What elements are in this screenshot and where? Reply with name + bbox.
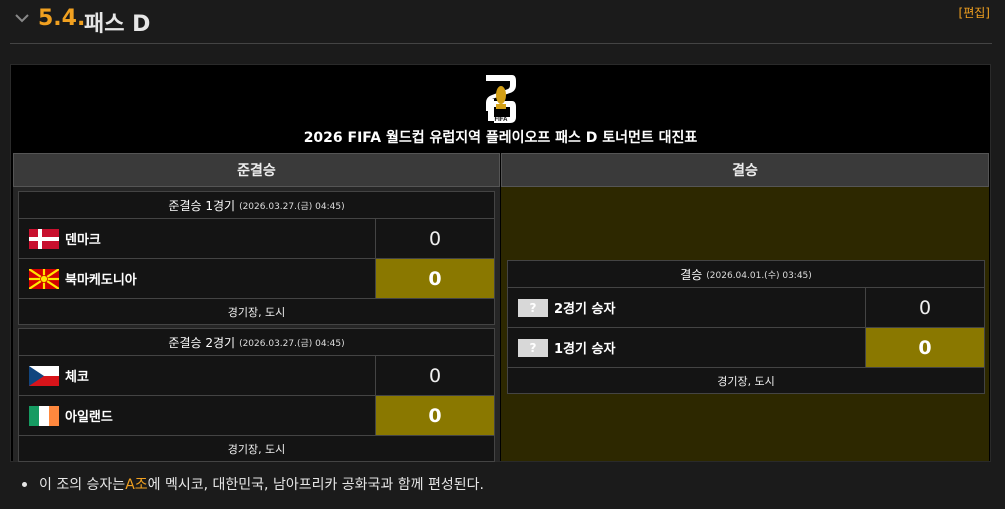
team-score-winner: 0 bbox=[376, 259, 494, 298]
team-row: 덴마크 0 bbox=[19, 218, 494, 258]
match-header: 준결승 1경기 (2026.03.27.(금) 04:45) bbox=[19, 192, 494, 218]
match-title: 준결승 1경기 bbox=[168, 198, 236, 213]
team-cell: 아일랜드 bbox=[19, 396, 376, 435]
team-score: 0 bbox=[428, 227, 442, 250]
edit-link[interactable]: [편집] bbox=[958, 6, 990, 20]
logo-text: FIFA bbox=[495, 117, 509, 123]
match-datetime: (2026.03.27.(금) 04:45) bbox=[239, 201, 345, 212]
match-venue: 경기장, 도시 bbox=[508, 367, 984, 393]
match-semifinal-2: 준결승 2경기 (2026.03.27.(금) 04:45) 체코 0 bbox=[18, 328, 495, 462]
tournament-title: 2026 FIFA 월드컵 유럽지역 플레이오프 패스 D 토너먼트 대진표 bbox=[303, 130, 698, 146]
team-score: 0 bbox=[428, 364, 442, 387]
section-title: 패스 D bbox=[84, 12, 151, 37]
group-a-link[interactable]: A조 bbox=[125, 477, 148, 493]
team-score-winner: 0 bbox=[866, 328, 984, 367]
team-row: 아일랜드 0 bbox=[19, 395, 494, 435]
bracket-table: FIFA 2026 FIFA 월드컵 유럽지역 플레이오프 패스 D 토너먼트 … bbox=[10, 64, 991, 462]
match-title: 준결승 2경기 bbox=[168, 335, 236, 350]
team-name: 2경기 승자 bbox=[554, 302, 616, 317]
match-header: 결승 (2026.04.01.(수) 03:45) bbox=[508, 261, 984, 287]
ireland-flag bbox=[29, 405, 59, 426]
match-header: 준결승 2경기 (2026.03.27.(금) 04:45) bbox=[19, 329, 494, 355]
match-semifinal-1: 준결승 1경기 (2026.03.27.(금) 04:45) 덴마크 0 bbox=[18, 191, 495, 325]
denmark-flag bbox=[29, 228, 59, 249]
group-note: 이 조의 승자는 A조 에 멕시코, 대한민국, 남아프리카 공화국과 함께 편… bbox=[22, 474, 484, 494]
team-cell: ? 2경기 승자 bbox=[508, 288, 866, 327]
chevron-down-icon[interactable] bbox=[14, 10, 30, 26]
team-cell: 덴마크 bbox=[19, 219, 376, 258]
team-score: 0 bbox=[918, 296, 932, 319]
match-venue: 경기장, 도시 bbox=[19, 435, 494, 461]
north-macedonia-flag bbox=[29, 268, 59, 289]
world-cup-2026-logo: FIFA bbox=[482, 71, 520, 125]
team-name[interactable]: 체코 bbox=[65, 370, 89, 385]
match-title: 결승 bbox=[680, 267, 703, 282]
team-score-winner: 0 bbox=[376, 396, 494, 435]
section-number: 5.4. bbox=[38, 6, 86, 31]
match-final: 결승 (2026.04.01.(수) 03:45) ? 2경기 승자 0 ? 1… bbox=[507, 260, 985, 394]
team-row: 체코 0 bbox=[19, 355, 494, 395]
team-name[interactable]: 북마케도니아 bbox=[65, 273, 137, 288]
team-name[interactable]: 덴마크 bbox=[65, 233, 101, 248]
czechia-flag bbox=[29, 365, 59, 386]
team-row: ? 1경기 승자 0 bbox=[508, 327, 984, 367]
section-header: 5.4. 패스 D [편집] bbox=[10, 0, 992, 44]
note-prefix: 이 조의 승자는 bbox=[39, 477, 126, 493]
column-header-final: 결승 bbox=[501, 153, 989, 187]
unknown-team-icon: ? bbox=[518, 338, 548, 357]
match-datetime: (2026.03.27.(금) 04:45) bbox=[239, 338, 345, 349]
team-name[interactable]: 아일랜드 bbox=[65, 410, 113, 425]
team-cell: 북마케도니아 bbox=[19, 259, 376, 298]
team-row: 북마케도니아 0 bbox=[19, 258, 494, 298]
match-venue: 경기장, 도시 bbox=[19, 298, 494, 324]
column-header-semifinal: 준결승 bbox=[13, 153, 500, 187]
match-datetime: (2026.04.01.(수) 03:45) bbox=[706, 270, 812, 281]
team-row: ? 2경기 승자 0 bbox=[508, 287, 984, 327]
note-suffix: 에 멕시코, 대한민국, 남아프리카 공화국과 함께 편성된다. bbox=[147, 477, 484, 493]
team-name: 1경기 승자 bbox=[554, 342, 616, 357]
unknown-team-icon: ? bbox=[518, 298, 548, 317]
bullet-icon bbox=[22, 481, 27, 487]
team-cell: ? 1경기 승자 bbox=[508, 328, 866, 367]
team-cell: 체코 bbox=[19, 356, 376, 395]
